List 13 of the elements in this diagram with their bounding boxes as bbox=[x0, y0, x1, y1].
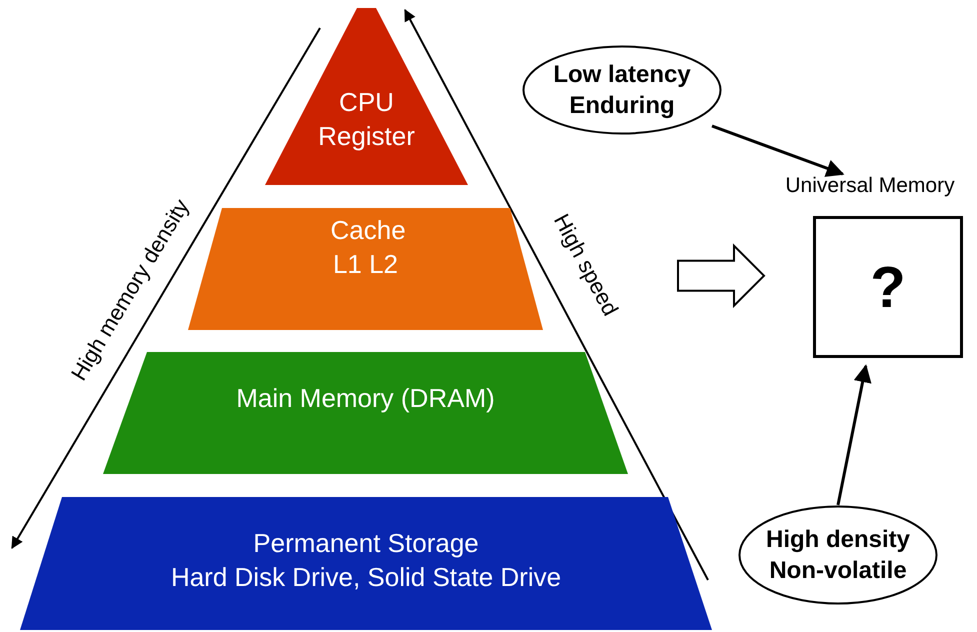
arrow bbox=[836, 364, 872, 506]
box-heading: Universal Memory bbox=[784, 174, 956, 198]
pyramid-layer bbox=[20, 497, 712, 630]
property-ellipse: Low latency Enduring bbox=[522, 45, 722, 135]
pyramid-layer bbox=[188, 208, 543, 330]
layer-label: CPU Register bbox=[317, 86, 416, 153]
memory-box: ? bbox=[813, 216, 963, 358]
layer-label: Permanent Storage Hard Disk Drive, Solid State Drive bbox=[170, 527, 562, 594]
block-arrow bbox=[677, 243, 766, 308]
pyramid-layer bbox=[265, 8, 468, 185]
layer-label: Main Memory (DRAM) bbox=[235, 382, 496, 415]
arrow bbox=[711, 124, 844, 177]
property-ellipse: High density Non-volatile bbox=[738, 505, 938, 605]
